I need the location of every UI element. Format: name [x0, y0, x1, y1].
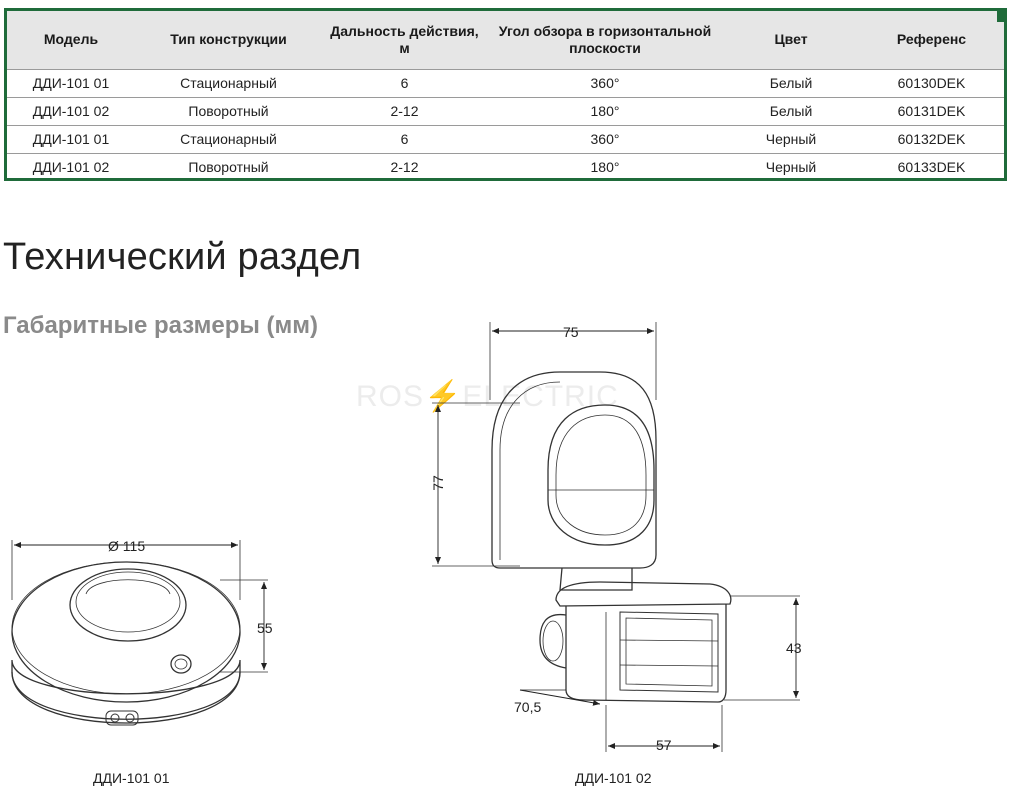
section-title: Технический раздел — [3, 236, 362, 278]
frame-corner-mark — [997, 8, 1007, 22]
caption-ceiling-sensor: ДДИ-101 01 — [93, 770, 170, 786]
header-construction-type: Тип конструкции — [170, 31, 287, 48]
cell-view-angle: 360° — [487, 68, 723, 97]
cell-reference: 60130DEK — [859, 68, 1004, 97]
table-row: ДДИ-101 01 Стационарный 6 360° Черный 60… — [7, 124, 1004, 153]
cell-range: 6 — [322, 68, 487, 97]
cell-view-angle: 360° — [487, 124, 723, 153]
cell-model: ДДИ-101 02 — [7, 96, 135, 125]
table-header-row: Модель Тип конструкции Дальность действи… — [7, 11, 1004, 69]
cell-view-angle: 180° — [487, 96, 723, 125]
watermark-left: ROS — [356, 380, 425, 413]
table-row: ДДИ-101 02 Поворотный 2-12 180° Черный 6… — [7, 152, 1004, 181]
cell-view-angle: 180° — [487, 152, 723, 181]
spec-table: Модель Тип конструкции Дальность действи… — [7, 11, 1004, 181]
cell-model: ДДИ-101 01 — [7, 68, 135, 97]
ceiling-sensor-drawing — [11, 540, 268, 726]
lightning-icon: ⚡ — [424, 380, 463, 413]
diameter-label: Ø 115 — [108, 538, 145, 554]
header-view-angle: Угол обзора в горизонтальной плоскости — [498, 22, 712, 56]
watermark-right: ELECTRIC — [462, 380, 619, 413]
cell-construction-type: Стационарный — [135, 68, 322, 97]
height-label-55: 55 — [257, 620, 273, 636]
cell-range: 2-12 — [322, 152, 487, 181]
angle-label: 70,5 — [514, 699, 541, 715]
height-label-43: 43 — [786, 640, 802, 656]
height-label-77: 77 — [430, 475, 446, 491]
width-label-57: 57 — [656, 737, 672, 753]
cell-construction-type: Поворотный — [135, 96, 322, 125]
cell-construction-type: Поворотный — [135, 152, 322, 181]
table-row: ДДИ-101 01 Стационарный 6 360° Белый 601… — [7, 68, 1004, 97]
cell-model: ДДИ-101 01 — [7, 124, 135, 153]
cell-color: Белый — [723, 68, 859, 97]
cell-range: 2-12 — [322, 96, 487, 125]
ceiling-sensor-dimensions — [14, 542, 267, 670]
cell-color: Черный — [723, 152, 859, 181]
cell-color: Черный — [723, 124, 859, 153]
header-range: Дальность действия, м — [330, 22, 479, 56]
header-model: Модель — [43, 31, 99, 48]
cell-construction-type: Стационарный — [135, 124, 322, 153]
cell-model: ДДИ-101 02 — [7, 152, 135, 181]
watermark: ROS⚡ELECTRIC — [356, 379, 619, 414]
section-subtitle: Габаритные размеры (мм) — [3, 312, 319, 339]
cell-reference: 60132DEK — [859, 124, 1004, 153]
cell-reference: 60131DEK — [859, 96, 1004, 125]
cell-color: Белый — [723, 96, 859, 125]
cell-reference: 60133DEK — [859, 152, 1004, 181]
swivel-sensor-drawing — [432, 322, 800, 752]
spec-table-frame: Модель Тип конструкции Дальность действи… — [4, 8, 1007, 181]
width-label-75: 75 — [563, 324, 579, 340]
cell-range: 6 — [322, 124, 487, 153]
table-row: ДДИ-101 02 Поворотный 2-12 180° Белый 60… — [7, 96, 1004, 125]
header-color: Цвет — [774, 31, 808, 48]
header-reference: Референс — [896, 31, 967, 48]
swivel-sensor-dimensions — [435, 328, 799, 749]
caption-swivel-sensor: ДДИ-101 02 — [575, 770, 652, 786]
